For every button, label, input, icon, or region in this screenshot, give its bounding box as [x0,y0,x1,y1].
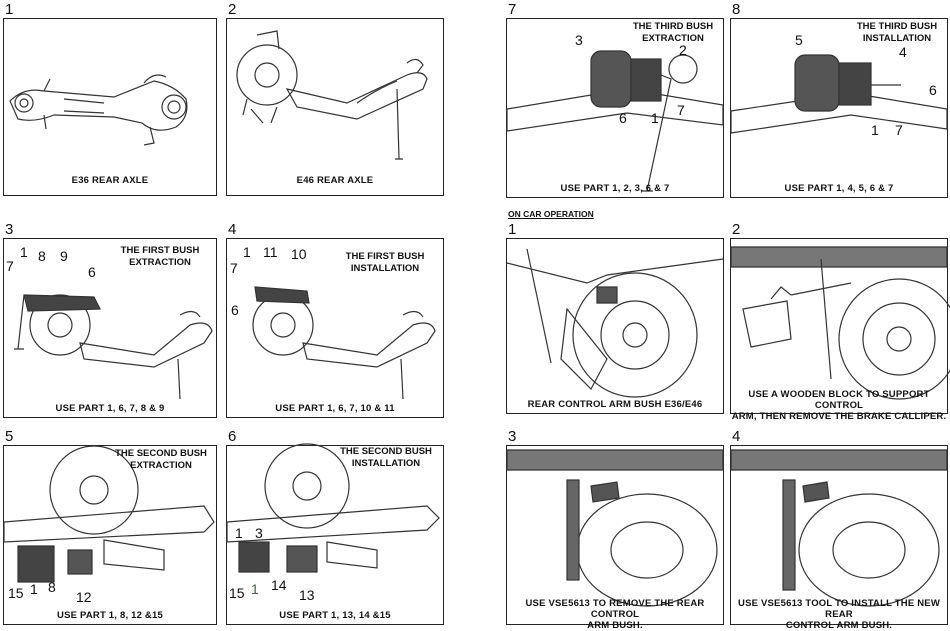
callout-label: 10 [291,246,307,262]
callout-label: 11 [263,244,278,260]
callout-label: 13 [299,587,315,603]
step-number: 3 [508,428,517,445]
callout-label: 3 [255,525,263,541]
callout-label: 1 [243,244,251,260]
callout-label: 8 [48,579,56,595]
step-number: 1 [5,1,14,18]
callout-label: 5 [795,32,803,48]
panel-caption: USE PART 1, 4, 5, 6 & 7 [784,183,894,194]
callout-label: 6 [231,302,239,318]
panel-caption: E36 REAR AXLE [71,175,149,186]
callout-label: 3 [575,32,583,48]
panel-caption: USE PART 1, 6, 7, 10 & 11 [275,403,395,414]
extraction-illustration [3,445,215,583]
extraction-illustration [506,50,724,192]
step-number: 4 [228,221,237,238]
callout-label: 7 [230,260,238,276]
step-number: 1 [508,221,517,238]
callout-label: 8 [38,248,46,264]
car-photo-illustration [506,248,724,398]
callout-label: 6 [929,82,937,98]
step-number: 6 [228,428,237,445]
step-number: 7 [508,1,517,18]
car-photo-illustration [730,449,948,607]
callout-label: 9 [60,248,68,264]
panel-e36-rear-axle: E36 REAR AXLE [3,18,217,196]
installation-illustration [730,54,948,134]
extraction-illustration [14,294,213,400]
callout-label: 1 [20,244,28,260]
callout-label: 14 [271,577,287,593]
axle-illustration [9,74,188,146]
callout-label: 7 [677,102,685,118]
panel-caption: E46 REAR AXLE [296,175,374,186]
callout-label: 2 [679,42,687,58]
panel-caption: USE PART 1, 2, 3, 6 & 7 [560,183,670,194]
callout-label: 1 [251,581,259,597]
step-number: 4 [732,428,741,445]
panel-on-car-4: USE VSE5613 TOOL TO INSTALL THE NEW REAR… [730,445,948,631]
callout-label: 1 [235,525,243,541]
car-photo-illustration [730,246,950,400]
callout-label: 6 [619,110,627,126]
installation-illustration [226,443,440,573]
section-label: ON CAR OPERATION [508,209,594,219]
panel-caption: USE PART 1, 6, 7, 8 & 9 [55,403,165,414]
axle-illustration [236,30,428,160]
panel-caption: USE PART 1, 13, 14 &15 [279,610,391,621]
step-number: 2 [228,1,237,18]
panel-caption: USE PART 1, 8, 12 &15 [57,610,163,621]
panel-caption: REAR CONTROL ARM BUSH E36/E46 [527,399,703,410]
step-number: 5 [5,428,14,445]
callout-label: 12 [76,589,92,605]
callout-label: 7 [895,122,903,138]
callout-label: 1 [30,581,38,597]
callout-label: 6 [88,264,96,280]
callout-label: 1 [871,122,879,138]
installation-illustration [252,286,436,400]
callout-label: 15 [229,585,245,601]
callout-label: 7 [6,258,14,274]
panel-on-car-1: REAR CONTROL ARM BUSH E36/E46 [506,238,724,414]
step-number: 2 [732,221,741,238]
panel-caption: USE VSE5613 TOOL TO INSTALL THE NEW REAR… [738,598,940,631]
step-number: 8 [732,1,741,18]
callout-label: 1 [651,110,659,126]
panel-e46-rear-axle: E46 REAR AXLE [226,18,444,196]
callout-label: 15 [8,585,24,601]
step-number: 3 [5,221,14,238]
car-photo-illustration [506,449,724,607]
callout-label: 4 [899,44,907,60]
